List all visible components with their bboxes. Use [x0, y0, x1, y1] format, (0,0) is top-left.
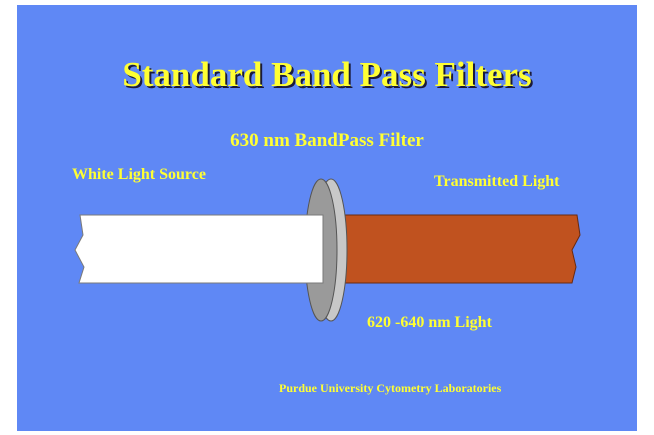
- filter-label: 630 nm BandPass Filter: [230, 130, 424, 151]
- white-light-source-label: White Light Source: [72, 166, 206, 183]
- credit-text: Purdue University Cytometry Laboratories: [279, 381, 502, 395]
- slide: Standard Band Pass Filters 630 nm BandPa…: [17, 5, 637, 431]
- band-range-label: 620 -640 nm Light: [367, 314, 492, 331]
- slide-title: Standard Band Pass Filters: [122, 55, 532, 94]
- white-light-beam: [74, 214, 324, 284]
- filter-diagram: [74, 178, 581, 322]
- transmitted-light-beam: [336, 214, 581, 284]
- transmitted-light-label: Transmitted Light: [434, 173, 560, 190]
